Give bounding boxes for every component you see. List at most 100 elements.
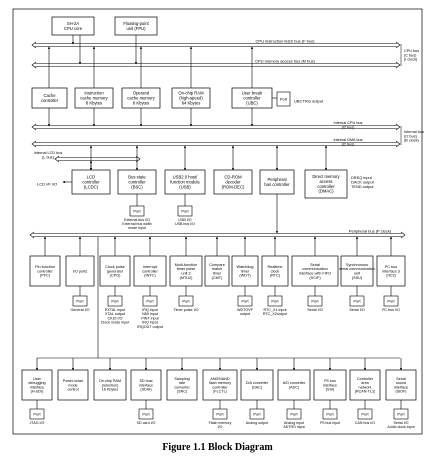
src-block — [166, 369, 198, 401]
internal-bus-group-label: Internal bus(I2 bus)(B clock) — [404, 130, 424, 143]
sdhi-port — [138, 408, 154, 420]
dac-port — [249, 408, 265, 420]
ssu-io: Serial I/O — [349, 308, 365, 312]
mtu2-io: Timer pulse I/O — [173, 308, 198, 312]
iic3-io: I²C bus I/O — [382, 308, 400, 312]
wdt-block — [231, 255, 259, 287]
outer-frame — [12, 8, 423, 435]
buses-layer — [29, 41, 406, 239]
cpg-block — [99, 255, 131, 287]
i2-cpu-bus-label: Internal CPU bus(I2 bus) — [334, 121, 363, 129]
ramr-block — [93, 369, 127, 401]
romdec-block — [213, 169, 253, 195]
pdown-block — [57, 369, 89, 401]
p-bus-label: Peripheral bus (P clock) — [349, 228, 392, 233]
cache-block — [31, 87, 68, 109]
ioports-block-label: I/O ports — [73, 269, 88, 273]
scif-port-label: Port — [311, 298, 319, 303]
siof-block — [385, 369, 417, 401]
blocks-layer — [12, 8, 423, 435]
sdhi-port-label: Port — [142, 411, 150, 416]
labels-layer: CPU instruction fetch bus (F bus)CPU mem… — [28, 21, 424, 429]
scif-port — [307, 295, 323, 307]
hudi-io: JTAG I/O — [30, 421, 45, 425]
m-bus-head-right — [395, 61, 401, 69]
mtu2-port-label: Port — [182, 298, 190, 303]
scif-block — [291, 255, 339, 287]
p-bus-head-right — [400, 231, 406, 239]
adc-block-label: A/D converter(ADC) — [283, 381, 306, 389]
wdt-port — [237, 295, 253, 307]
cpg-port — [107, 295, 123, 307]
intc-port — [142, 295, 158, 307]
fpu-block — [114, 16, 158, 36]
siof-port — [393, 408, 409, 420]
ssi-block — [313, 369, 347, 401]
cpu-bus-group-label: CPU bus(C bus)(I clock) — [404, 49, 419, 62]
flctl-port — [212, 408, 228, 420]
cpu-block — [51, 16, 95, 36]
ioports-io: General I/O — [70, 308, 89, 312]
l-bus-head-left — [54, 155, 60, 163]
bsc-port-label: Port — [133, 208, 141, 213]
ssu-block — [340, 255, 374, 287]
iic3-port-label: Port — [387, 298, 395, 303]
usb-port-label: Port — [181, 208, 189, 213]
ssi-port — [322, 408, 338, 420]
i2-dma-bus-label: Internal DMA bus(I2 bus) — [333, 138, 362, 146]
cpg-port-label: Port — [111, 298, 119, 303]
rcan-port-label: Port — [361, 411, 369, 416]
ubc-port-label: Port — [280, 96, 288, 101]
i2-dma-bus-head-right — [395, 140, 401, 148]
figure-caption: Figure 1.1 Block Diagram — [162, 442, 273, 453]
sdhi-block — [130, 369, 162, 401]
ioports-block — [65, 255, 95, 287]
sdhi-io: SD card I/O — [137, 421, 156, 425]
i2-cpu-bus-head-left — [31, 123, 37, 131]
ubctrg-output: UBCTRG output — [294, 98, 324, 103]
rtc-port-label: Port — [271, 298, 279, 303]
rcan-io: CAN bus I/O — [355, 421, 375, 425]
i2-dma-bus-head-left — [31, 140, 37, 148]
l-bus-label: Internal LCD bus(L bus) — [34, 151, 63, 159]
iic3-port — [383, 295, 399, 307]
pbc-block — [259, 169, 295, 195]
siof-port-label: Port — [397, 411, 405, 416]
pfc-block — [29, 255, 61, 287]
hudi-block — [21, 369, 53, 401]
rcan-port — [357, 408, 373, 420]
ramr-block-label: On-chip RAM(retention)16 Kbytes — [99, 379, 121, 392]
usb-port — [177, 205, 193, 217]
wdt-port-label: Port — [241, 298, 249, 303]
ioports-port-label: Port — [76, 298, 84, 303]
dac-block-label: D/A converter(DAC) — [246, 381, 269, 389]
lcdc-block — [71, 169, 111, 195]
intc-port-label: Port — [146, 298, 154, 303]
ssi-io: I²S bus input — [320, 421, 340, 425]
ioports-port — [72, 295, 88, 307]
adc-port-label: Port — [290, 411, 298, 416]
icache-block — [74, 87, 114, 109]
